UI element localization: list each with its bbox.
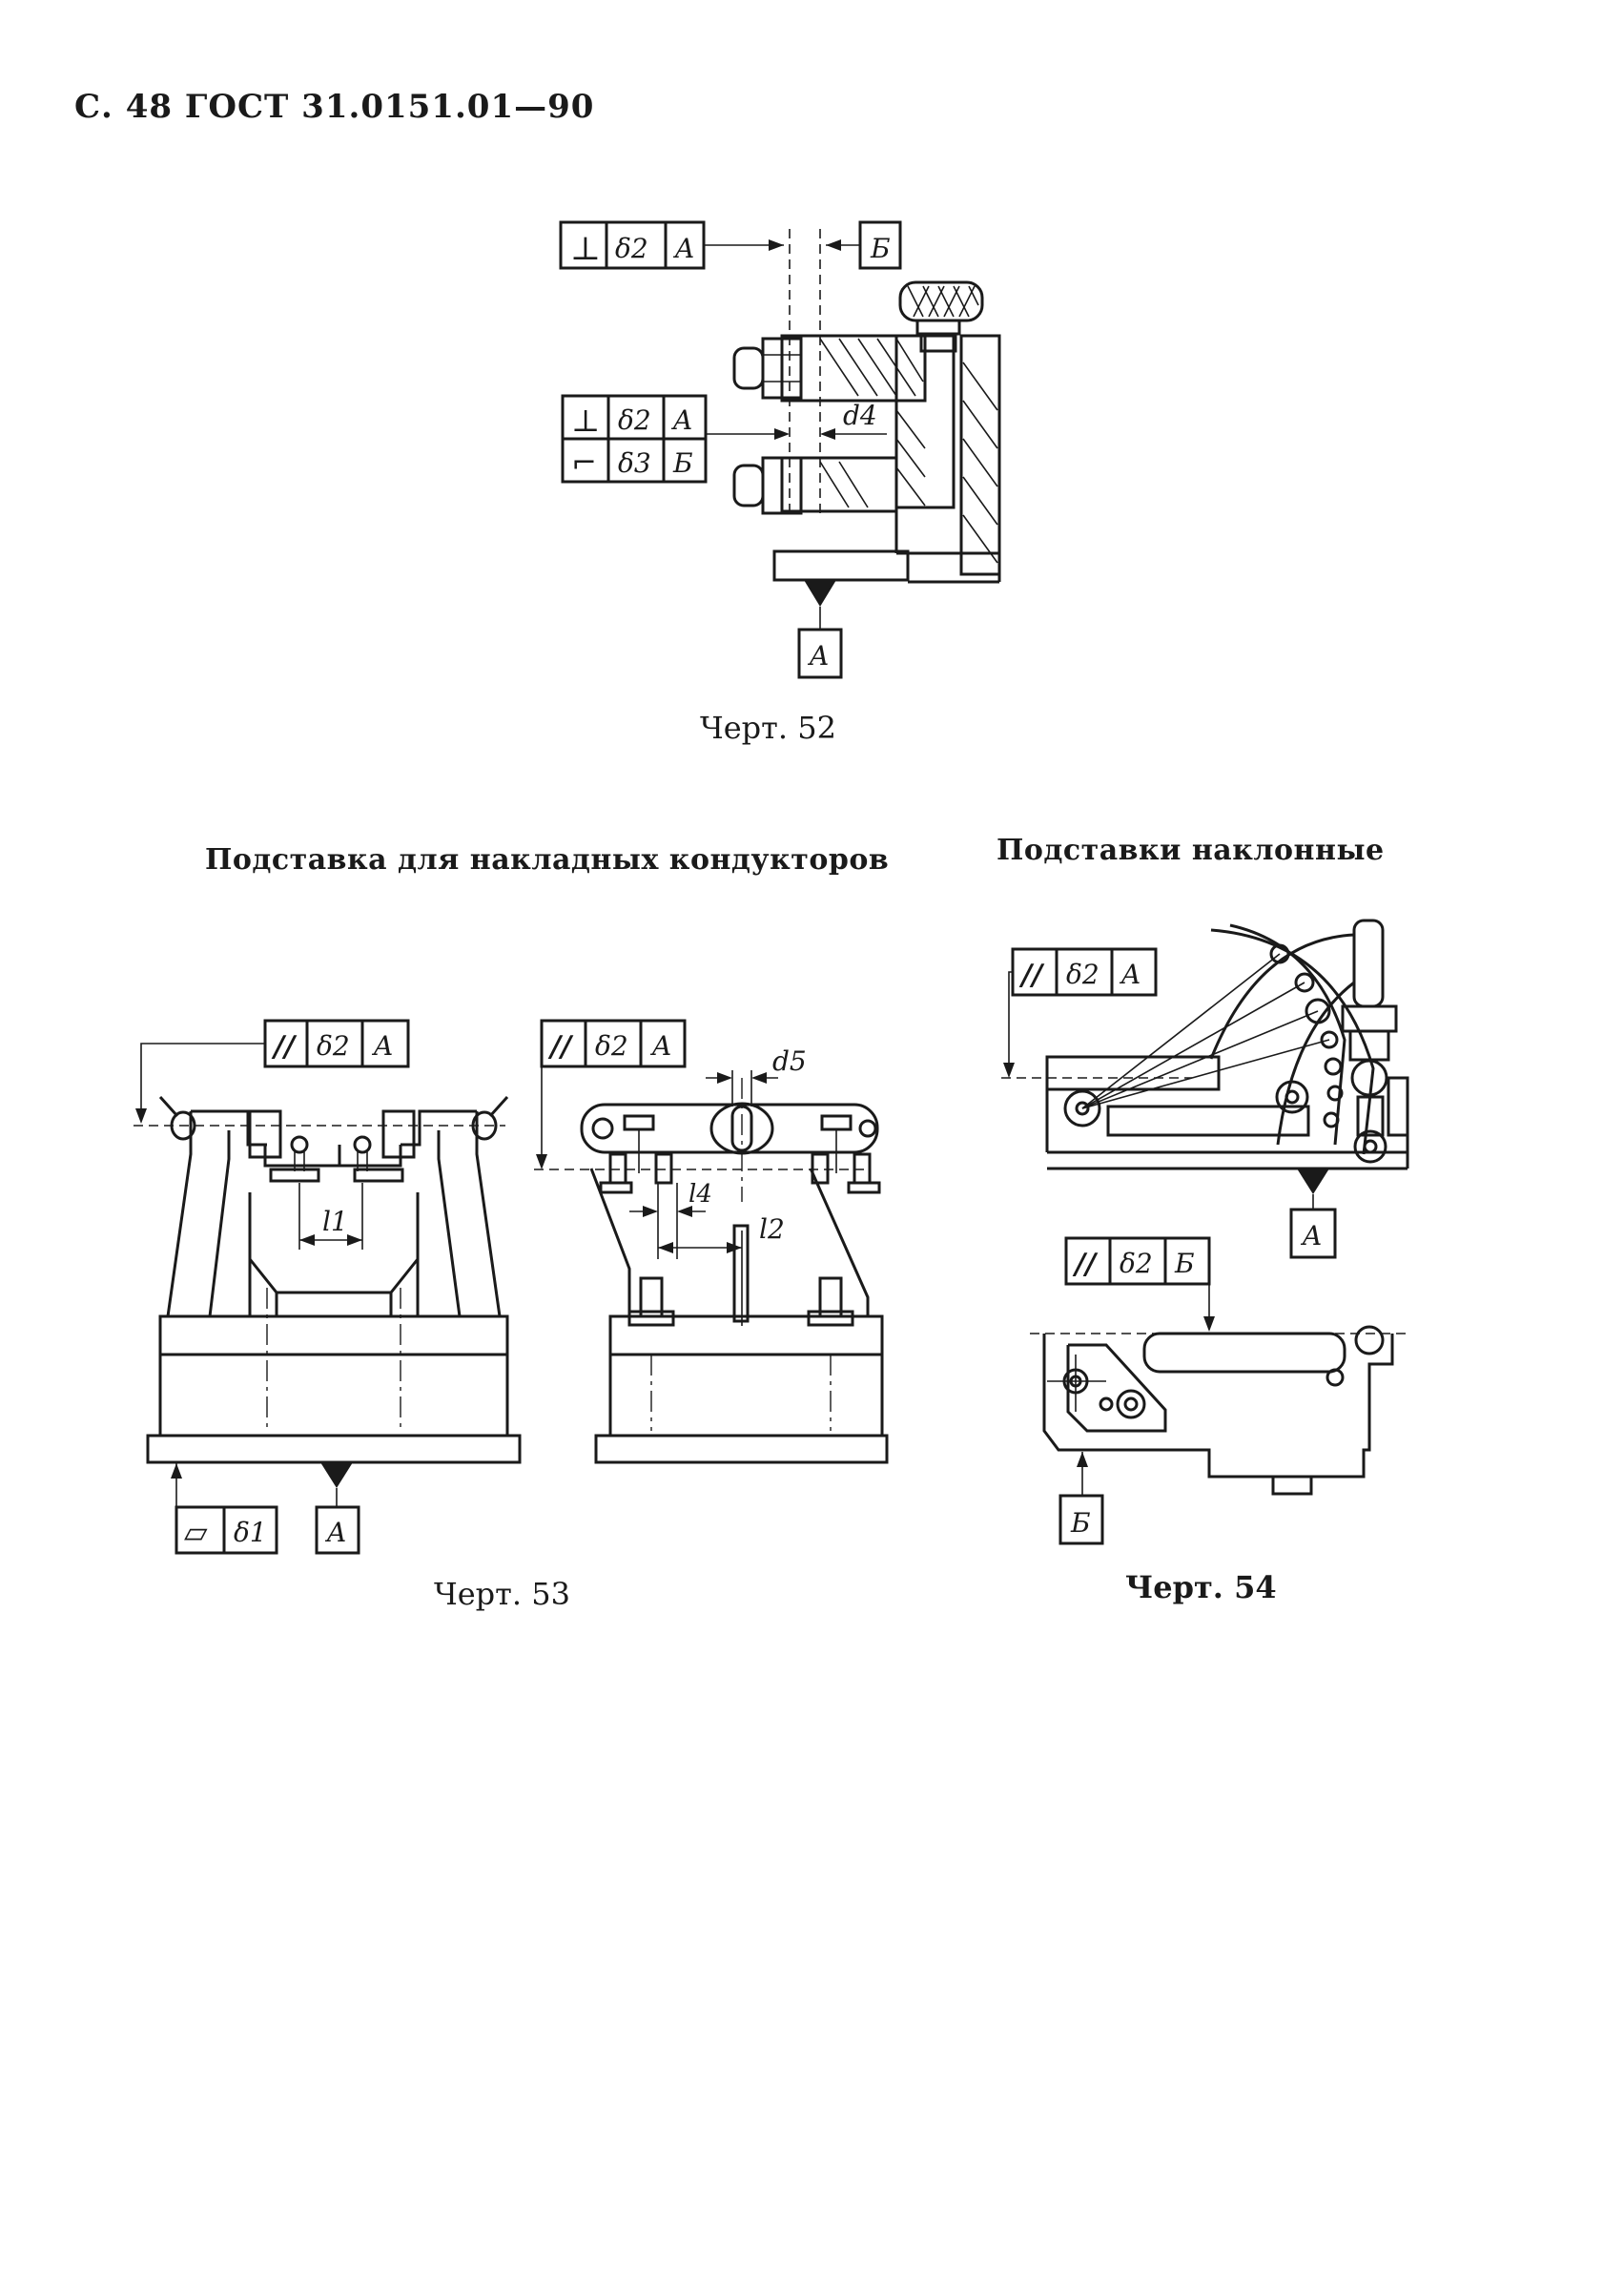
datum-a-54: A: [1289, 1208, 1337, 1259]
fcf-top-52-datum: A: [672, 233, 694, 264]
fcf-bottom-54-tol: δ2: [1120, 1248, 1153, 1279]
datum-b-54: Б: [1058, 1494, 1104, 1545]
fcf-top-54-tol: δ2: [1066, 959, 1099, 990]
fcf-mid-52-r1-datum: A: [670, 404, 692, 436]
fcf-right-53-symbol: //: [547, 1030, 574, 1064]
datum-b-52-label: Б: [870, 233, 891, 264]
dim-d5-53: d5: [772, 1045, 807, 1077]
datum-b-54-label: Б: [1070, 1507, 1091, 1539]
caption-fig53: Черт. 53: [434, 1576, 570, 1612]
dim-l1-53: l1: [322, 1206, 348, 1237]
fcf-mid-52-r1-symbol: ⊥: [571, 403, 600, 439]
fcf-right-53-tol: δ2: [595, 1030, 628, 1062]
dim-d4-52: d4: [843, 400, 877, 431]
fcf-mid-52-r2-symbol: ⌐: [571, 445, 597, 481]
fcf-left-53-symbol: //: [271, 1030, 298, 1064]
datum-a-52: A: [797, 628, 843, 679]
fcf-left-53-tol: δ2: [317, 1030, 350, 1062]
fcf-top-54-datum: A: [1119, 959, 1141, 990]
fcf-right-53-datum: A: [649, 1030, 671, 1062]
datum-b-52: Б: [858, 220, 902, 270]
fcf-bottom-54-datum: Б: [1174, 1248, 1195, 1279]
datum-a-52-label: A: [807, 640, 829, 672]
caption-fig54: Черт. 54: [1125, 1569, 1277, 1605]
title-fig53: Подставка для накладных кондукторов: [205, 843, 890, 877]
fcf-flat-53-symbol: ▱: [184, 1514, 208, 1550]
caption-fig52: Черт. 52: [700, 710, 836, 746]
datum-a-53-label: A: [324, 1517, 346, 1548]
page-header: С. 48 ГОСТ 31.0151.01—90: [74, 88, 595, 126]
fcf-mid-52-r1-tol: δ2: [618, 404, 651, 436]
fcf-left-53-datum: A: [371, 1030, 393, 1062]
fcf-top-54-symbol: //: [1018, 959, 1045, 992]
fcf-flat-53: ▱ δ1: [175, 1505, 278, 1555]
fcf-top-52-symbol: ⊥: [570, 230, 601, 268]
fcf-mid-52-r2-datum: Б: [672, 447, 693, 479]
fcf-flat-53-tol: δ1: [234, 1517, 267, 1548]
title-fig54: Подставки наклонные: [997, 834, 1385, 867]
fcf-mid-52: ⊥ δ2 A ⌐ δ3 Б: [561, 394, 708, 484]
fcf-bottom-54: // δ2 Б: [1064, 1236, 1211, 1286]
dim-l2-53: l2: [759, 1213, 785, 1245]
fcf-top-54: // δ2 A: [1011, 947, 1158, 997]
fcf-bottom-54-symbol: //: [1072, 1248, 1099, 1281]
dim-l4-53: l4: [688, 1180, 712, 1209]
fcf-mid-52-r2-tol: δ3: [618, 447, 651, 479]
datum-a-54-label: A: [1300, 1220, 1322, 1251]
fcf-right-53: // δ2 A: [540, 1019, 687, 1068]
fcf-top-52: ⊥ δ2 A: [559, 220, 706, 270]
datum-a-53: A: [315, 1505, 360, 1555]
fcf-top-52-tol: δ2: [615, 233, 648, 264]
